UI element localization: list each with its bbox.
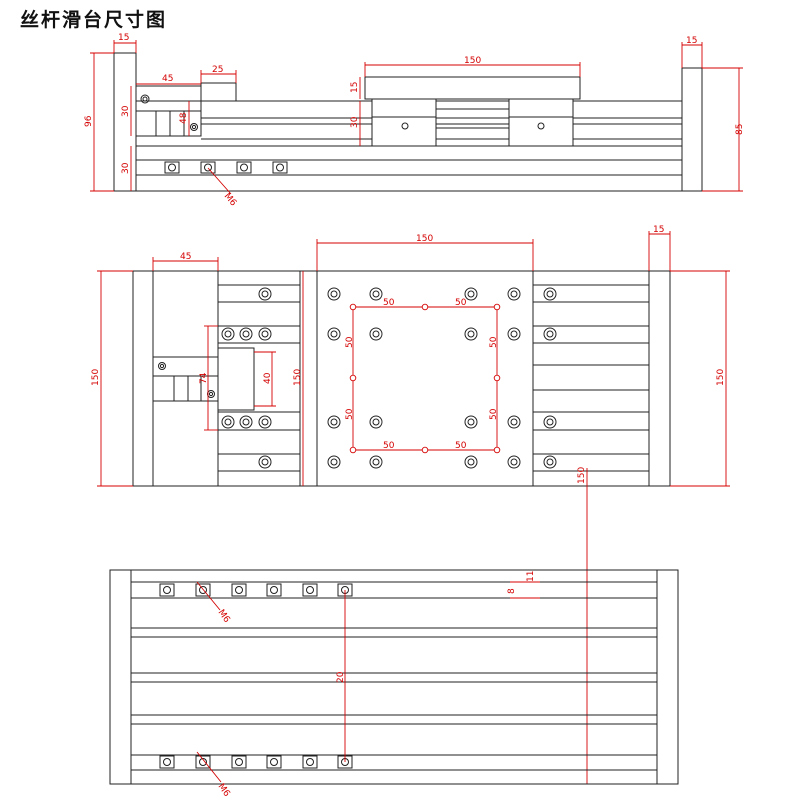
motor-screw [140,94,150,104]
rail-slots-right [533,284,649,472]
dim-block-30: 30 [121,105,131,117]
dim-base-30: 30 [121,162,131,174]
dim-right-plate-15: 15 [686,36,697,46]
dim-carriage-15: 15 [350,82,360,93]
right-end-plate-top [648,270,671,487]
bottom-outline [109,569,679,785]
dim-bottom-m6-bottom: M6 [216,782,232,799]
left-end-plate-top [132,270,154,487]
carriage-plate [364,76,581,100]
dim-hole-bottom-right: 50 [455,441,467,451]
dim-coupler-25: 25 [212,65,223,75]
dim-carriage-150: 150 [464,56,481,66]
carriage-plate-top [316,270,534,487]
side-view: 15 15 45 25 150 15 30 30 48 30 96 85 [84,33,745,208]
left-section-screws [221,287,272,469]
dim-hole-top-right: 50 [455,298,467,308]
dim-side-left-upper: 50 [345,336,355,348]
dim-bottom-m6-top: M6 [216,608,232,625]
page-title: 丝杆滑台尺寸图 [20,9,168,31]
coupler [200,82,237,102]
dim-left-plate-15: 15 [118,33,129,43]
top-view: 50 50 50 50 50 50 50 50 45 150 15 150 15… [91,225,730,784]
dim-vertical-150: 150 [577,467,587,484]
bottom-slot-lines [131,581,657,771]
base-profile [135,145,683,192]
dim-motor-74: 74 [199,372,209,384]
dim-motor-40: 40 [263,372,273,384]
dim-top-width-inner: 150 [293,369,303,386]
carriage-screws [327,287,521,469]
bottom-view: 20 M6 M6 11 8 [109,569,679,799]
dim-hole-spacing-20: 20 [336,671,346,683]
rail-slots-left [218,284,300,472]
bottom-holes-bottom-row [159,755,353,769]
dim-hole-top-left: 50 [383,298,395,308]
dim-top-width-right: 150 [716,369,726,386]
dim-48: 48 [179,112,189,124]
dim-top-carriage-150: 150 [416,234,433,244]
dim-slot-8: 8 [507,588,517,594]
dim-thread-m6: M6 [222,192,239,209]
dim-rail-30: 30 [350,116,360,128]
motor-coupler-top [217,347,255,411]
right-end-plate [681,67,703,192]
slider-block-left [371,98,437,147]
bottom-holes-top-row [159,583,353,597]
right-section-screws [543,287,557,469]
base-mounting-holes [164,161,288,174]
dim-slot-11: 11 [526,571,536,582]
mounting-hole-pattern [349,303,501,454]
dim-side-left-lower: 50 [345,408,355,420]
dim-top-motor-45: 45 [180,252,191,262]
dim-side-right-upper: 50 [489,336,499,348]
dim-side-right-lower: 50 [489,408,499,420]
dim-top-plate-15: 15 [653,225,664,235]
dim-total-96: 96 [84,115,94,127]
dim-right-85: 85 [735,124,745,135]
dim-motor-45: 45 [162,74,173,84]
dim-hole-bottom-left: 50 [383,441,395,451]
dim-top-width-left: 150 [91,369,101,386]
